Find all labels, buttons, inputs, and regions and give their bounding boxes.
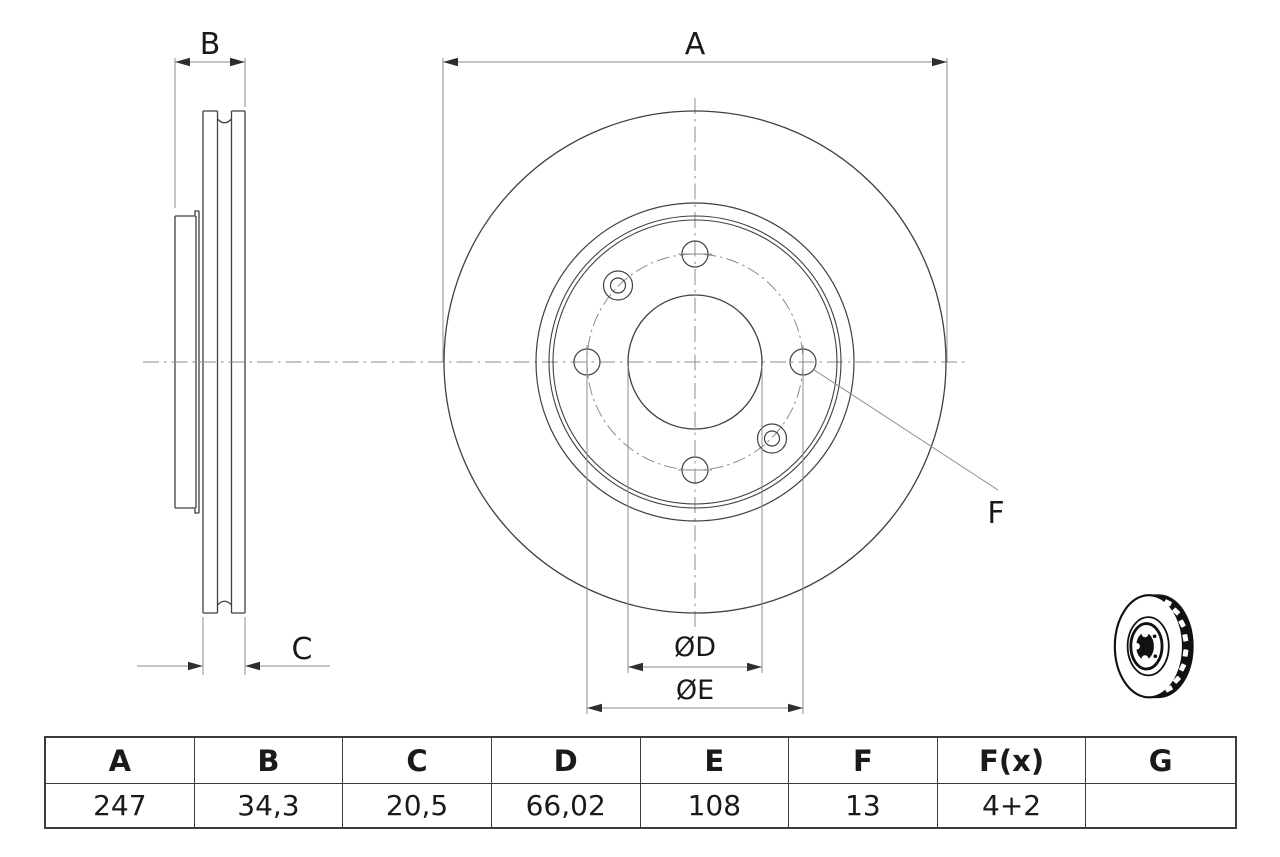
spec-value-f: 13 [789, 784, 938, 827]
spec-value-c: 20,5 [343, 784, 492, 827]
dim-B: B [174, 27, 246, 208]
dim-label-e: ØE [676, 675, 714, 706]
spec-header-a: A [46, 738, 195, 783]
bolt-hole-center-marks [586, 253, 804, 471]
pictogram-hub [1126, 616, 1170, 677]
brake-disc-pictogram [1113, 594, 1194, 699]
spec-value-fx: 4+2 [938, 784, 1087, 827]
spec-value-b: 34,3 [195, 784, 344, 827]
spec-header-b: B [195, 738, 344, 783]
dim-A: A [442, 27, 948, 362]
dim-label-a: A [685, 27, 706, 62]
spec-header-fx: F(x) [938, 738, 1087, 783]
dim-label-d: ØD [674, 632, 716, 663]
hat-outline [174, 210, 200, 514]
spec-value-d: 66,02 [492, 784, 641, 827]
spec-table: A B C D E F F(x) G 247 34,3 20,5 66,02 1… [44, 736, 1237, 829]
spec-header-d: D [492, 738, 641, 783]
spec-header-e: E [641, 738, 790, 783]
dim-label-f: F [987, 496, 1004, 531]
dim-E: ØE [586, 377, 804, 714]
spec-header-f: F [789, 738, 938, 783]
spec-header-g: G [1148, 743, 1173, 778]
spec-table-header-row: A B C D E F F(x) G [46, 738, 1235, 784]
vent-slots [1163, 599, 1189, 693]
spec-header-c: C [343, 738, 492, 783]
dim-label-c: C [292, 632, 313, 667]
dim-D: ØD [627, 366, 763, 673]
dim-C: C [137, 617, 330, 675]
disc-circles [443, 110, 947, 614]
dim-label-b: B [200, 27, 221, 62]
spec-value-a: 247 [46, 784, 195, 827]
spec-table-value-row: 247 34,3 20,5 66,02 108 13 4+2 [46, 784, 1235, 827]
centerlines [143, 98, 968, 628]
spec-value-e: 108 [641, 784, 790, 827]
screw-holes [602, 270, 788, 454]
dim-F: F [813, 369, 1005, 531]
front-view: A ØD ØE F [143, 27, 1005, 714]
spec-value-g [1086, 784, 1235, 827]
f-leader-line [813, 369, 999, 491]
side-view-cross-section: B C [137, 27, 330, 675]
